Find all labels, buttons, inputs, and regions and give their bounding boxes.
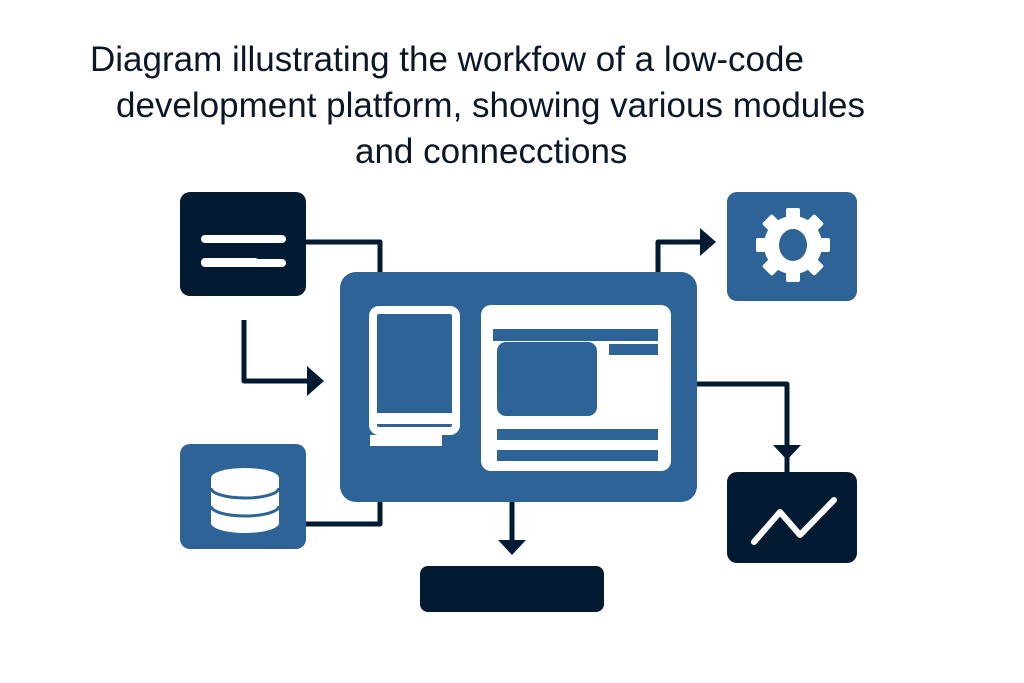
connector-document-to-center: [306, 239, 383, 272]
database-icon: [209, 468, 281, 533]
connector-center-to-analytics: [697, 381, 790, 474]
document-module: [180, 192, 306, 296]
central-builder-panel: [340, 272, 697, 502]
connector-database-to-center: [306, 502, 383, 527]
connectors: [241, 239, 790, 545]
trend-line-icon: [751, 497, 837, 545]
output-module: [420, 566, 604, 612]
arrowhead-right-icon: [700, 228, 716, 256]
text-line: [370, 413, 458, 424]
arrowhead-right-icon: [307, 366, 324, 396]
arrowhead-down-icon: [498, 540, 526, 555]
text-line: [370, 435, 442, 446]
image-placeholder: [497, 342, 597, 416]
gear-icon: [756, 208, 830, 282]
connector-arrow-to-center: [241, 320, 310, 384]
settings-module: [727, 192, 857, 301]
analytics-module: [727, 472, 857, 563]
title-line-3: and conneccti​ons: [355, 132, 628, 171]
arrowheads: [307, 228, 801, 555]
text-lines-icon: [201, 235, 286, 267]
preview-frame: [369, 306, 460, 435]
title-line-2: development platform, showing various mo…: [116, 86, 865, 125]
database-module: [180, 444, 306, 549]
arrowhead-down-icon: [773, 445, 801, 460]
connector-center-to-settings: [655, 239, 700, 272]
title-line-1: Diagram illustrating the workfow of a lo…: [90, 40, 804, 79]
